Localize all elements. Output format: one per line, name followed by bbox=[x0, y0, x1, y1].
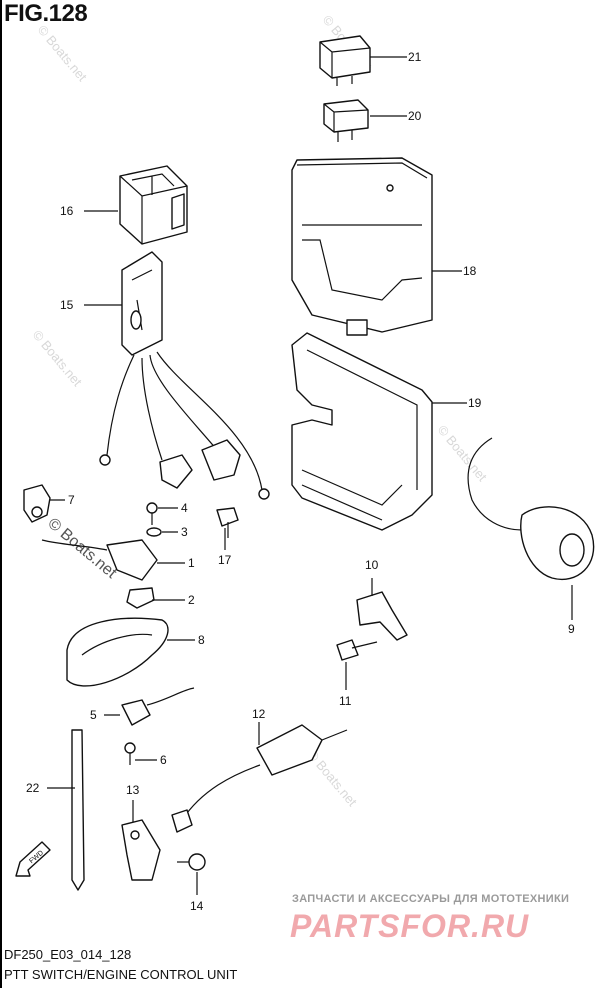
callout-19: 19 bbox=[468, 396, 482, 410]
part-6-screw[interactable] bbox=[124, 742, 136, 765]
fwd-arrow-icon: FWD bbox=[15, 841, 51, 877]
part-12-harness[interactable] bbox=[171, 724, 348, 833]
callout-17: 17 bbox=[218, 553, 232, 567]
callout-6: 6 bbox=[160, 753, 167, 767]
figure-title: FIG.128 bbox=[4, 0, 88, 27]
part-18-ecu[interactable] bbox=[291, 157, 433, 336]
callout-20: 20 bbox=[408, 109, 422, 123]
part-22-cable-tie[interactable] bbox=[71, 729, 85, 891]
part-19-ecu-cover[interactable] bbox=[291, 332, 433, 531]
part-16-cover[interactable] bbox=[119, 165, 188, 245]
part-11-bolt[interactable] bbox=[336, 639, 378, 661]
svg-text:© Boats.net: © Boats.net bbox=[435, 422, 491, 484]
part-7-clip[interactable] bbox=[23, 484, 51, 523]
part-2-bracket[interactable] bbox=[126, 587, 155, 609]
callout-1: 1 bbox=[188, 556, 195, 570]
partsfor-tagline-watermark: ЗАПЧАСТИ И АКСЕССУАРЫ ДЛЯ МОТОТЕХНИКИ bbox=[292, 893, 570, 905]
part-21-relay[interactable] bbox=[319, 35, 371, 86]
callout-22: 22 bbox=[26, 781, 40, 795]
callout-15: 15 bbox=[60, 298, 74, 312]
part-20-relay[interactable] bbox=[323, 99, 369, 142]
part-4-screw[interactable] bbox=[146, 502, 158, 525]
part-17-bolt[interactable] bbox=[216, 507, 239, 538]
callout-numbers: 21 20 16 18 15 19 7 4 3 1 17 10 2 8 9 11… bbox=[26, 50, 575, 913]
callout-11: 11 bbox=[339, 694, 352, 708]
callout-10: 10 bbox=[365, 558, 379, 572]
part-3-washer[interactable] bbox=[146, 527, 162, 537]
callout-4: 4 bbox=[181, 501, 188, 515]
callout-12: 12 bbox=[252, 707, 266, 721]
callout-2: 2 bbox=[188, 593, 195, 607]
part-1-ptt-switch[interactable] bbox=[41, 539, 158, 581]
figure-code: DF250_E03_014_128 bbox=[4, 947, 132, 962]
part-5-sensor[interactable] bbox=[121, 687, 195, 726]
part-10-bracket[interactable] bbox=[356, 591, 408, 641]
callout-7: 7 bbox=[68, 493, 75, 507]
callout-5: 5 bbox=[90, 708, 97, 722]
callout-21: 21 bbox=[408, 50, 422, 64]
part-13-clamp[interactable] bbox=[121, 819, 161, 881]
part-15-harness[interactable] bbox=[99, 251, 270, 500]
leader-lines bbox=[47, 56, 573, 895]
callout-18: 18 bbox=[463, 264, 477, 278]
callout-13: 13 bbox=[126, 783, 140, 797]
svg-text:© Boats.net: © Boats.net bbox=[30, 327, 86, 389]
svg-text:© Boats.net: © Boats.net bbox=[35, 22, 91, 84]
callout-8: 8 bbox=[198, 633, 205, 647]
callout-16: 16 bbox=[60, 204, 74, 218]
figure-subtitle: PTT SWITCH/ENGINE CONTROL UNIT bbox=[4, 967, 238, 982]
part-14-screw[interactable] bbox=[177, 853, 206, 871]
callout-9: 9 bbox=[568, 622, 575, 636]
part-9-switch[interactable] bbox=[467, 437, 595, 581]
part-8-switch-cover[interactable] bbox=[66, 617, 169, 687]
callout-3: 3 bbox=[181, 525, 188, 539]
callout-14: 14 bbox=[190, 899, 204, 913]
partsfor-logo-watermark: PARTSFOR.RU bbox=[290, 908, 530, 944]
